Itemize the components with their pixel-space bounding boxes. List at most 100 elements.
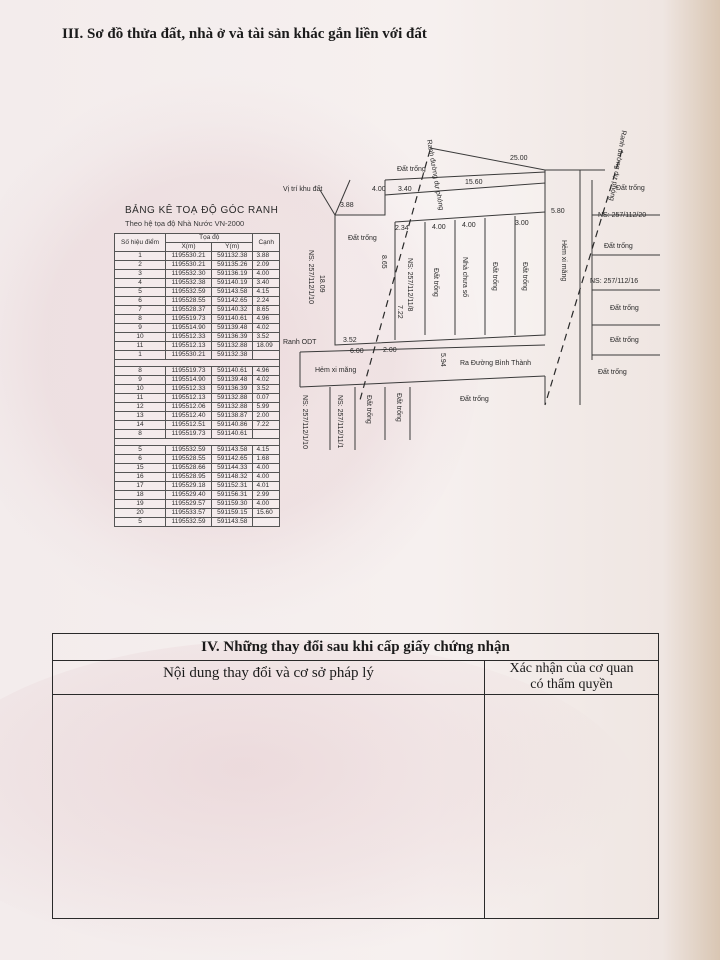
y-cell: 591138.87: [210, 411, 254, 421]
edge-cell: 2.00: [252, 411, 280, 421]
section-4-column-changes: Nội dung thay đổi và cơ sở pháp lý: [53, 661, 485, 695]
label-dim-7-22: 7.22: [396, 305, 403, 319]
point-cell: 17: [113, 481, 167, 491]
point-cell: 16: [113, 472, 167, 482]
edge-cell: 4.00: [252, 269, 280, 279]
edge-cell: 4.00: [252, 499, 280, 509]
y-cell: 591143.58: [210, 445, 254, 455]
table-group-separator: [114, 438, 280, 446]
label-dim-4-00: 4.00: [372, 186, 386, 193]
label-dim-5-94: 5.94: [439, 353, 446, 367]
y-cell: 591136.39: [210, 332, 254, 342]
x-cell: 1195532.59: [165, 445, 212, 455]
point-cell: 10: [113, 384, 167, 394]
label-ns-257-112-20: NS: 257/112/20: [598, 212, 646, 219]
edge-cell: 15.60: [252, 508, 280, 518]
point-cell: 20: [113, 508, 167, 518]
label-dat-trong-right-1: Đất trống: [616, 183, 645, 192]
y-cell: 591159.30: [210, 499, 254, 509]
point-cell: 11: [113, 341, 167, 351]
edge-cell: [252, 429, 280, 439]
label-dim-2-34: 2.34: [395, 225, 409, 232]
y-cell: 591144.33: [210, 463, 254, 473]
header-y: Y(m): [210, 242, 254, 252]
point-cell: 5: [113, 287, 167, 297]
point-cell: 9: [113, 375, 167, 385]
x-cell: 1195529.40: [165, 490, 212, 500]
point-cell: 13: [113, 411, 167, 421]
edge-cell: [252, 350, 280, 360]
separator-cell: [114, 359, 280, 367]
label-ns-257-112-16: NS: 257/112/16: [590, 278, 638, 285]
label-ns-257-112-1-10-b: NS: 257/112/1/10: [301, 395, 308, 449]
edge-cell: 2.99: [252, 490, 280, 500]
section-4-table: IV. Những thay đổi sau khi cấp giấy chứn…: [52, 633, 659, 919]
x-cell: 1195528.37: [165, 305, 212, 315]
label-dim-3-40: 3.40: [398, 186, 412, 193]
label-dim-6-00: 6.00: [350, 348, 364, 355]
label-dat-trong-lower-2: Đất trống: [395, 393, 404, 422]
x-cell: 1195512.13: [165, 393, 212, 403]
x-cell: 1195512.33: [165, 384, 212, 394]
label-dat-trong-top: Đất trống: [397, 164, 426, 173]
edge-cell: 5.99: [252, 402, 280, 412]
point-cell: 15: [113, 463, 167, 473]
point-cell: 10: [113, 332, 167, 342]
header-point: Số hiệu điểm: [113, 233, 167, 252]
label-dim-3-52: 3.52: [343, 337, 357, 344]
edge-cell: 4.15: [252, 287, 280, 297]
section-4-divider: [484, 695, 486, 918]
y-cell: 591132.88: [210, 393, 254, 403]
edge-cell: 7.22: [252, 420, 280, 430]
label-dim-3-88: 3.88: [340, 202, 354, 209]
x-cell: 1195512.33: [165, 332, 212, 342]
x-cell: 1195529.57: [165, 499, 212, 509]
edge-cell: 0.07: [252, 393, 280, 403]
point-cell: 12: [113, 402, 167, 412]
label-dim-4-00-c: 4.00: [462, 222, 476, 229]
y-cell: 591132.88: [210, 341, 254, 351]
label-dat-trong-right-5: Đất trống: [598, 367, 627, 376]
y-cell: 591140.86: [210, 420, 254, 430]
y-cell: 591139.48: [210, 375, 254, 385]
label-dat-trong-plot-3: Đất trống: [491, 262, 500, 291]
edge-cell: 4.00: [252, 463, 280, 473]
header-coord: Tọa độ: [165, 233, 254, 243]
edge-cell: 4.02: [252, 375, 280, 385]
point-cell: 18: [113, 490, 167, 500]
projected-road-line-right: [544, 149, 623, 406]
y-cell: 591156.31: [210, 490, 254, 500]
point-cell: 9: [113, 323, 167, 333]
confirmation-line-1: Xác nhận của cơ quan: [509, 661, 634, 676]
label-dim-25: 25.00: [510, 155, 528, 162]
section-4-title: IV. Những thay đổi sau khi cấp giấy chứn…: [53, 634, 658, 661]
x-cell: 1195512.51: [165, 420, 212, 430]
coordinate-table-caption: BẢNG KÊ TOẠ ĐỘ GÓC RANH: [125, 205, 279, 216]
point-cell: 5: [113, 517, 167, 527]
point-cell: 5: [113, 445, 167, 455]
label-ra-duong: Ra Đường Bình Thành: [460, 360, 531, 367]
label-dim-18-09: 18.09: [318, 275, 325, 293]
point-cell: 4: [113, 278, 167, 288]
y-cell: 591132.38: [210, 350, 254, 360]
label-dat-trong-bottom: Đất trống: [460, 394, 489, 403]
y-cell: 591136.39: [210, 384, 254, 394]
y-cell: 591142.65: [210, 454, 254, 464]
label-dat-trong-left: Đất trống: [348, 233, 377, 242]
y-cell: 591140.61: [210, 366, 254, 376]
x-cell: 1195529.18: [165, 481, 212, 491]
label-dat-trong-plot-4: Đất trống: [521, 262, 530, 291]
x-cell: 1195528.55: [165, 296, 212, 306]
y-cell: 591139.48: [210, 323, 254, 333]
